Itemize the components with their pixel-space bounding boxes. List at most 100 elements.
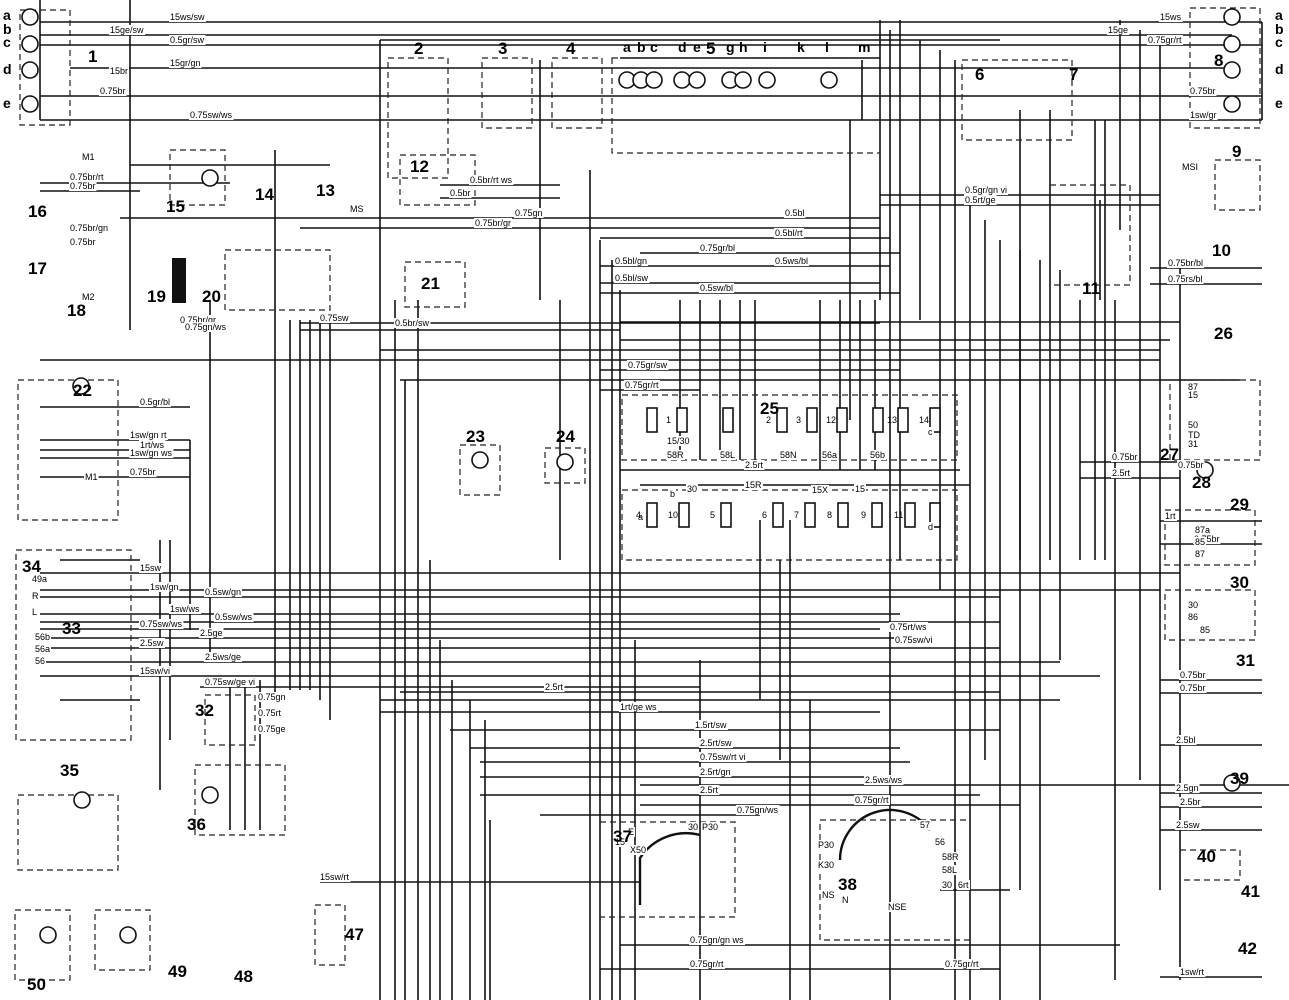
label-background (139, 666, 172, 676)
label-background (81, 292, 96, 302)
lamp-icon (1223, 774, 1241, 792)
wire-label: 2.5ge (200, 628, 223, 638)
component-number-19: 19 (147, 287, 166, 306)
wire-label: 2.5ws/ge (205, 652, 241, 662)
wire-label: 1sw/ws (170, 604, 200, 614)
lamp-icon (556, 453, 574, 471)
component-number-21: 21 (421, 274, 440, 293)
fuse-icon (678, 502, 690, 528)
wire-label: MSI (1182, 162, 1198, 172)
component-number-47: 47 (345, 925, 364, 944)
wire-label: 0.5sw/ws (215, 612, 253, 622)
component-number-27: 27 (1160, 445, 1179, 464)
lamp-icon (21, 61, 39, 79)
fuse-icon (646, 502, 658, 528)
wire-label: 86 (1188, 612, 1198, 622)
label-background (817, 840, 836, 850)
wire-label: 0.75br (1178, 460, 1204, 470)
label-background (69, 172, 106, 182)
lamp-icon (820, 71, 838, 89)
label-background (204, 677, 257, 687)
fuse-icon (929, 502, 941, 528)
label-background (129, 467, 157, 477)
component-number-24: 24 (556, 427, 575, 446)
wire-label: 15sw/rt (320, 872, 350, 882)
component-number-50: 50 (27, 975, 46, 994)
label-background (941, 865, 959, 875)
component-number-37: 37 (613, 827, 632, 846)
wire-label: 1rt/ws (140, 440, 165, 450)
label-background (1194, 549, 1207, 559)
label-background (1164, 511, 1178, 521)
component-number-15: 15 (166, 197, 185, 216)
wire-label: 15ws/sw (170, 12, 205, 22)
label-background (619, 702, 659, 712)
component-number-11: 11 (1082, 279, 1100, 298)
wire-label: 0.75gr/rt (855, 795, 889, 805)
terminal-letter-c: c (650, 39, 658, 55)
wire-label: 58R (942, 852, 959, 862)
component-number-33: 33 (62, 619, 81, 638)
component-outline (204, 694, 256, 746)
label-background (841, 895, 850, 905)
wire-label: 0.75ge (258, 724, 286, 734)
lamp-icon (21, 8, 39, 26)
lamp-icon (21, 95, 39, 113)
terminal-letter-e: e (693, 39, 701, 55)
component-number-16: 16 (28, 202, 47, 221)
label-background (627, 360, 669, 370)
left-terminal-letter-b: b (3, 21, 12, 37)
lamp-icon (72, 377, 90, 395)
lamp-icon (1223, 95, 1241, 113)
label-background (204, 652, 243, 662)
wire-label: M2 (82, 292, 95, 302)
label-background (941, 852, 961, 862)
fuse-number: 6 (762, 510, 767, 520)
wire-label: 15/30 (667, 436, 690, 446)
wire-label: 56a (35, 644, 50, 654)
wire-label: 0.75br (1190, 86, 1216, 96)
component-outline (224, 249, 331, 311)
label-background (1187, 612, 1200, 622)
component-outline (1189, 7, 1261, 129)
terminal-letter-k: k (797, 39, 805, 55)
fuse-icon (720, 502, 732, 528)
label-background (544, 682, 565, 692)
label-background (744, 480, 764, 490)
label-background (129, 448, 174, 458)
component-number-49: 49 (168, 962, 187, 981)
wire-label: MS (350, 204, 364, 214)
component-outline (599, 821, 736, 918)
wire-label: 58L (720, 450, 735, 460)
label-background (964, 195, 997, 205)
label-background (1187, 420, 1200, 430)
label-background (31, 574, 49, 584)
wire-label: 15br (110, 66, 128, 76)
label-background (941, 880, 954, 890)
label-background (1187, 430, 1202, 440)
component-outline (481, 57, 533, 129)
wire-label: 87a (1195, 525, 1210, 535)
wire-label: 1sw/gn rt (130, 430, 167, 440)
wire-label: 0.75br/gr (180, 315, 216, 325)
fuse-number: 14 (919, 415, 929, 425)
component-number-5: 5 (706, 39, 715, 58)
label-background (109, 66, 130, 76)
wire-label: 0.5rt/ge (965, 195, 996, 205)
wire-label: 87 (1195, 549, 1205, 559)
lamp-icon (645, 71, 663, 89)
wire-label: 0.5br/sw (395, 318, 430, 328)
label-background (889, 622, 929, 632)
wire-label: 2.5gn (1176, 783, 1199, 793)
wire-label: M1 (82, 152, 95, 162)
label-background (784, 208, 806, 218)
wire-label: 15sw/vi (140, 666, 170, 676)
wire-label: 30 (687, 484, 697, 494)
wire-label: 0.75br (1180, 670, 1206, 680)
wire-label: 0.75br (1194, 534, 1220, 544)
wire-label: 1sw/rt (1180, 967, 1205, 977)
wire-label: 0.75gr/rt (625, 380, 659, 390)
label-background (699, 752, 747, 762)
wire-label: 2.5bl (1176, 735, 1196, 745)
